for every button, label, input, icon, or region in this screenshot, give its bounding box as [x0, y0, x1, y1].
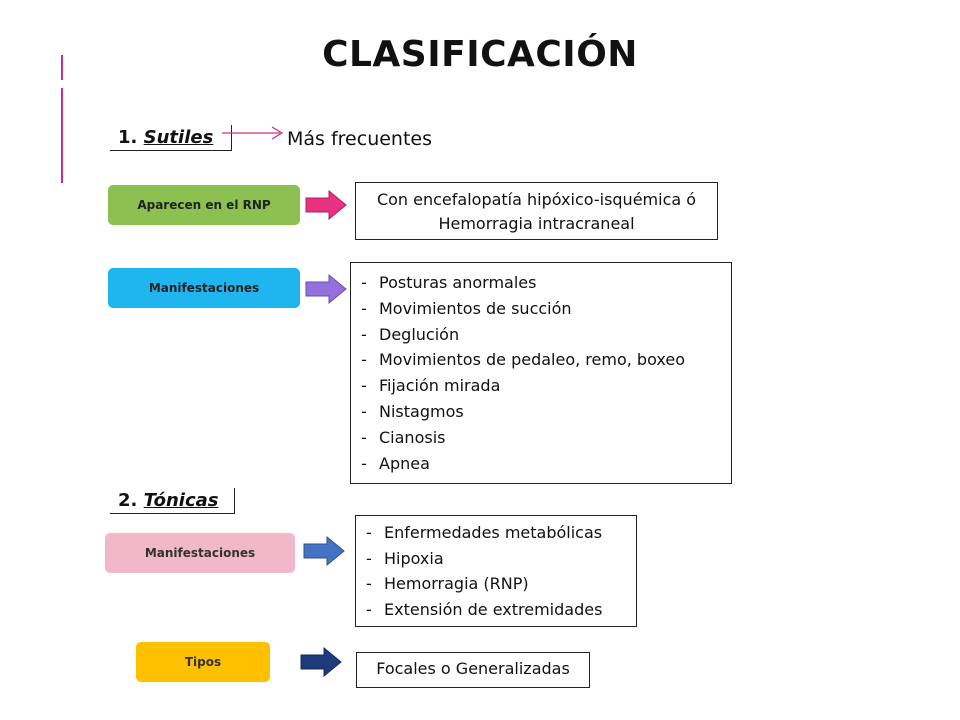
- section1-number: 1.: [118, 127, 138, 148]
- rnp-text-line1: Con encefalopatía hipóxico-isquémica ó: [376, 190, 697, 209]
- list-item: Fijación mirada: [351, 373, 731, 399]
- section2-heading: 2. Tónicas: [110, 488, 235, 514]
- section1-name: Sutiles: [143, 127, 214, 148]
- list-item: Extensión de extremidades: [356, 597, 636, 623]
- list-item: Apnea: [351, 451, 731, 477]
- arrow-right-icon: [305, 190, 347, 220]
- accent-bar: [61, 55, 63, 80]
- rnp-text-line2: Hemorragia intracraneal: [438, 214, 635, 233]
- arrow-right-icon: [300, 647, 342, 677]
- section1-note: Más frecuentes: [287, 128, 433, 150]
- list-item: Cianosis: [351, 425, 731, 451]
- section2-name: Tónicas: [143, 490, 219, 511]
- accent-bar: [61, 88, 63, 183]
- list-item: Posturas anormales: [351, 270, 731, 296]
- list-item: Deglución: [351, 322, 731, 348]
- list-item: Movimientos de succión: [351, 296, 731, 322]
- thin-arrow-icon: [222, 126, 284, 140]
- section1-heading: 1. Sutiles: [110, 125, 232, 151]
- tipos-box: Focales o Generalizadas: [356, 652, 590, 688]
- page-title: CLASIFICACIÓN: [322, 34, 638, 75]
- pill-manifestaciones-2: Manifestaciones: [105, 533, 295, 573]
- list-item: Movimientos de pedaleo, remo, boxeo: [351, 347, 731, 373]
- manifestations-box-1: Posturas anormales Movimientos de succió…: [350, 262, 732, 484]
- pill-rnp: Aparecen en el RNP: [108, 185, 300, 225]
- list-item: Hipoxia: [356, 546, 636, 572]
- rnp-text-box: Con encefalopatía hipóxico-isquémica ó H…: [355, 182, 718, 240]
- manifestations-box-2: Enfermedades metabólicas Hipoxia Hemorra…: [355, 515, 637, 627]
- arrow-right-icon: [305, 274, 347, 304]
- arrow-right-icon: [303, 536, 345, 566]
- list-item: Hemorragia (RNP): [356, 571, 636, 597]
- list-item: Enfermedades metabólicas: [356, 520, 636, 546]
- list-item: Nistagmos: [351, 399, 731, 425]
- section2-number: 2.: [118, 490, 138, 511]
- pill-tipos: Tipos: [136, 642, 270, 682]
- pill-manifestaciones-1: Manifestaciones: [108, 268, 300, 308]
